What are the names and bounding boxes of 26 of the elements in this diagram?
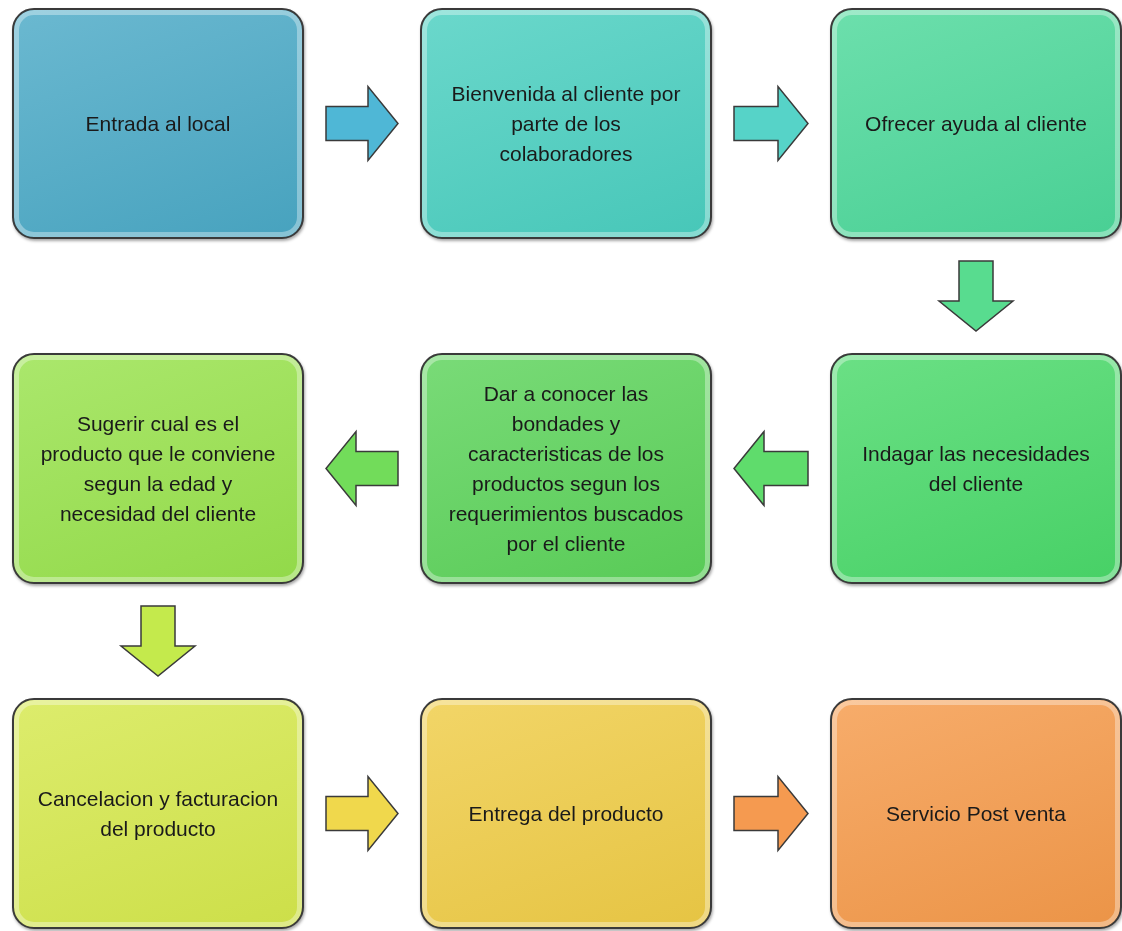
process-box (420, 8, 712, 239)
process-box (830, 8, 1122, 239)
step-text: Bienvenida al cliente por parte de los colaboradores (450, 80, 682, 167)
block-arrow (733, 774, 809, 853)
step-text: Entrega del producto (467, 800, 665, 827)
step-text: Indagar las necesidades del cliente (861, 440, 1091, 497)
step-text: Dar a conocer las bondades y caracteristicas de los productos segun los requerimientos buscados por el cliente (447, 380, 685, 557)
process-box (420, 353, 712, 584)
step-text: Cancelacion y facturacion del producto (36, 785, 280, 842)
block-arrow (325, 774, 399, 853)
block-arrow (936, 260, 1016, 332)
block-arrow (733, 429, 809, 508)
block-arrow (325, 84, 399, 163)
process-box (12, 353, 304, 584)
block-arrow (325, 429, 399, 508)
process-box (12, 698, 304, 929)
block-arrow (118, 605, 198, 677)
step-text: Servicio Post venta (885, 800, 1067, 827)
process-box (420, 698, 712, 929)
process-box (830, 698, 1122, 929)
step-text: Entrada al local (84, 110, 232, 137)
block-arrow (733, 84, 809, 163)
step-text: Sugerir cual es el producto que le conviene segun la edad y necesidad del cliente (39, 410, 277, 527)
step-text: Ofrecer ayuda al cliente (864, 110, 1088, 137)
process-box (830, 353, 1122, 584)
process-box (12, 8, 304, 239)
